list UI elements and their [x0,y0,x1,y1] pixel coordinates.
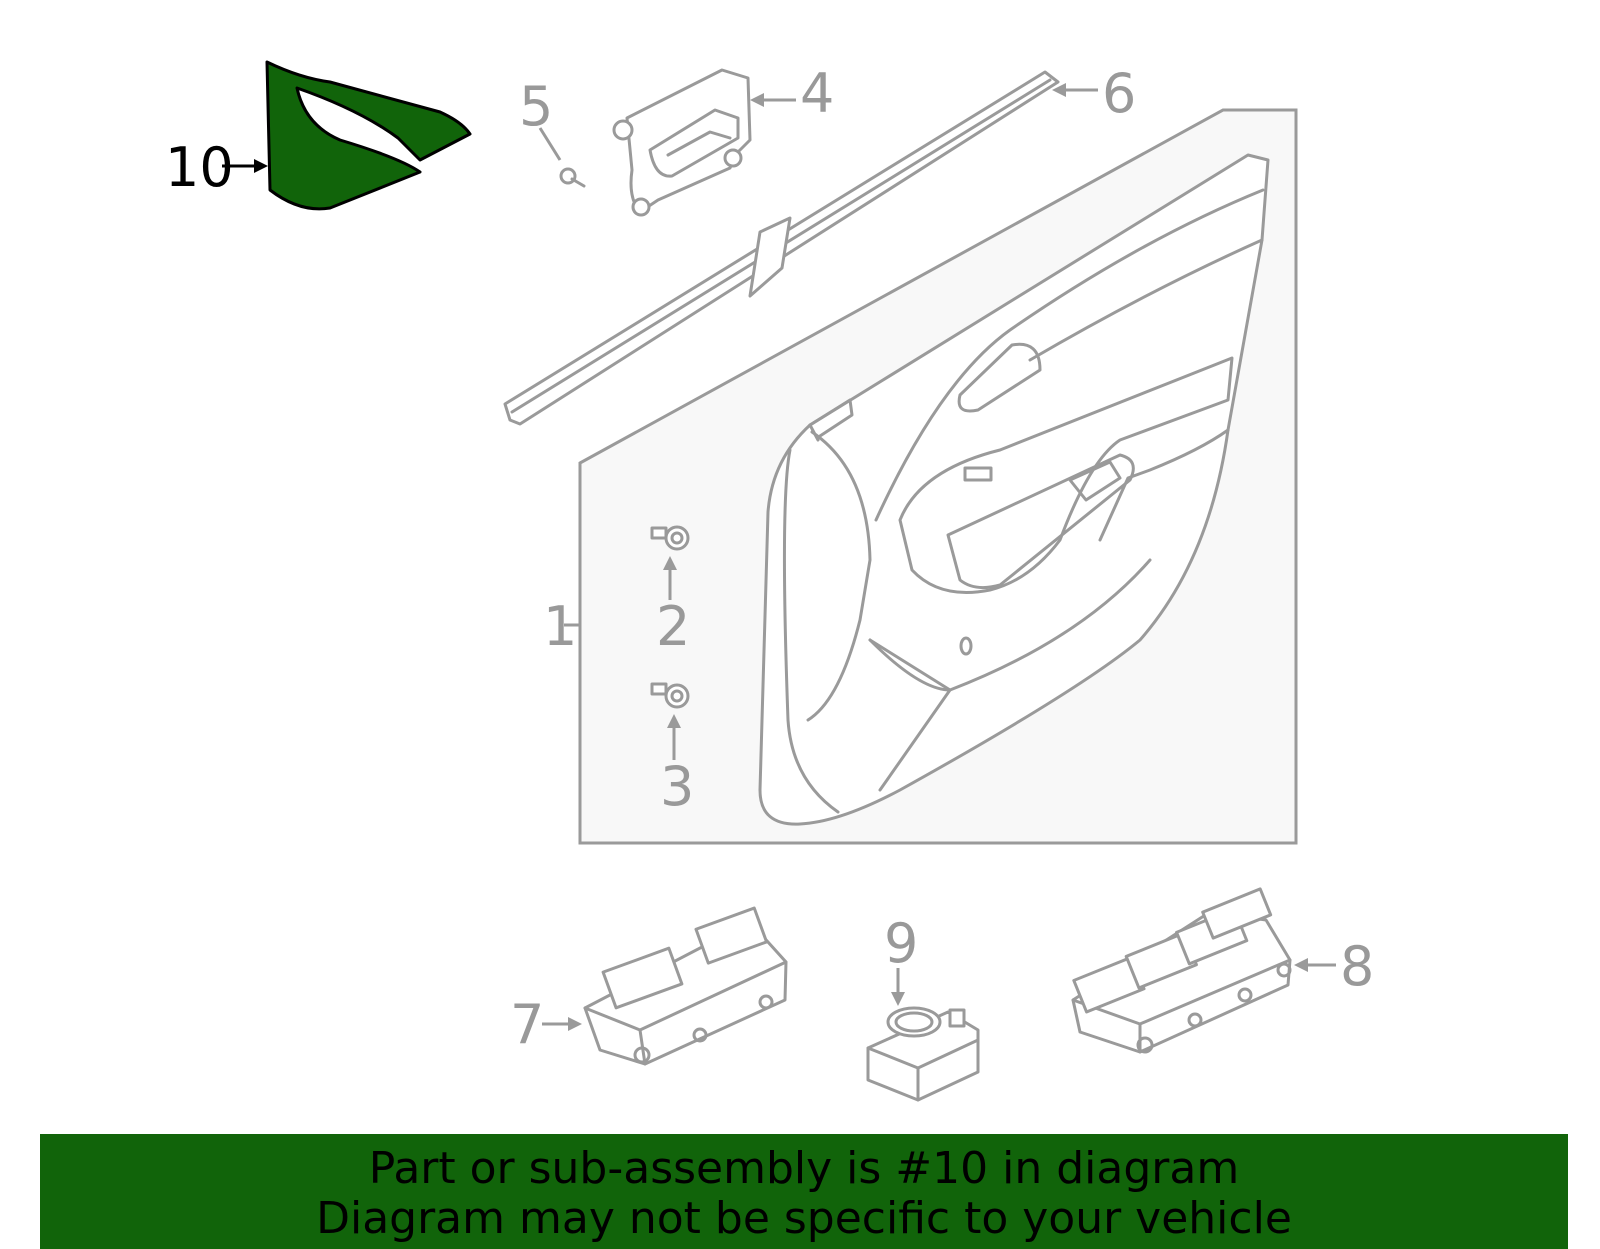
callout-5: 5 [519,75,562,161]
callout-label-7: 7 [510,993,544,1056]
callout-4: 4 [750,62,834,125]
callout-10: 10 [165,136,268,199]
part-10-trim-cover[interactable] [265,60,472,211]
info-banner: Part or sub-assembly is #10 in diagram D… [40,1134,1568,1249]
callout-label-5: 5 [519,75,553,138]
callout-label-4: 4 [800,62,834,125]
callout-label-2: 2 [656,595,690,658]
callout-1: 1 [543,595,580,658]
callout-2: 2 [656,556,690,658]
part-3-clip[interactable] [650,682,690,709]
callout-label-9: 9 [884,912,918,975]
callout-8: 8 [1294,935,1374,998]
callout-label-8: 8 [1340,935,1374,998]
banner-line-2: Diagram may not be specific to your vehi… [316,1193,1292,1244]
callout-label-3: 3 [660,755,694,818]
part-8-master-switch[interactable] [1071,887,1292,1054]
part-4-inside-handle[interactable] [612,68,752,217]
callout-7: 7 [510,993,582,1056]
callout-label-6: 6 [1102,62,1136,125]
callout-9: 9 [884,912,918,1006]
callout-3: 3 [660,714,694,818]
callout-6: 6 [1052,62,1136,125]
part-5-screw[interactable] [559,167,586,188]
part-1-door-trim-panel[interactable] [758,153,1270,826]
banner-line-1: Part or sub-assembly is #10 in diagram [368,1143,1240,1194]
part-9-switch[interactable] [866,1006,980,1102]
part-6-weatherstrip[interactable] [503,70,1060,426]
part-2-clip[interactable] [650,525,690,551]
part-7-window-switch[interactable] [583,906,788,1066]
